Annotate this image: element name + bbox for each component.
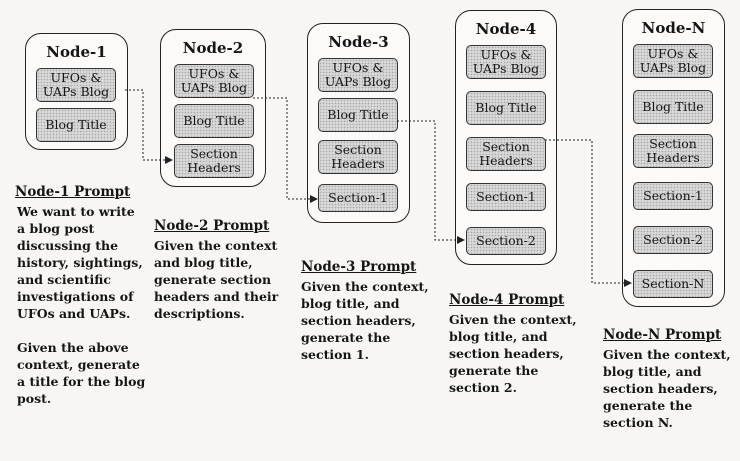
node-4-box-blog-title: Blog Title [466,91,546,125]
node-4-prompt-title: Node-4 Prompt [449,292,565,308]
node-2-prompt: Node-2 Prompt Given the context and blog… [154,218,299,322]
node-2-box-section-headers: Section Headers [174,144,254,178]
node-n-title: Node-N [641,19,706,37]
node-n-box-section-n: Section-N [633,270,713,298]
arrow-node1-to-node2 [125,89,173,164]
node-2-prompt-title: Node-2 Prompt [154,218,270,234]
node-n-prompt-title: Node-N Prompt [603,327,722,343]
node-2: Node-2 UFOs & UAPs Blog Blog Title Secti… [160,29,266,187]
node-n-box-blog-title: Blog Title [633,90,713,124]
node-4-box-section-1: Section-1 [466,183,546,211]
node-1-box-blog-title: Blog Title [36,108,116,142]
node-2-box-blog-title: Blog Title [174,104,254,138]
node-1-prompt: Node-1 Prompt We want to write a blog po… [15,184,155,407]
node-1-prompt-text: We want to write a blog post discussing … [17,204,146,406]
arrow-node4-to-noden [545,139,632,287]
node-3-prompt-title: Node-3 Prompt [301,259,417,275]
node-3-prompt-text: Given the context, blog title, and secti… [301,279,429,362]
node-3-box-section-1: Section-1 [318,184,398,212]
node-3-box-blog-title: Blog Title [318,98,398,132]
node-4-box-section-2: Section-2 [466,227,546,255]
node-3: Node-3 UFOs & UAPs Blog Blog Title Secti… [307,23,410,223]
node-n: Node-N UFOs & UAPs Blog Blog Title Secti… [622,9,725,307]
node-3-title: Node-3 [328,33,389,51]
node-1-prompt-title: Node-1 Prompt [15,184,131,200]
node-1: Node-1 UFOs & UAPs Blog Blog Title [25,33,128,150]
node-n-box-blog-topic: UFOs & UAPs Blog [633,44,713,78]
node-2-title: Node-2 [182,39,244,57]
node-3-box-section-headers: Section Headers [318,140,398,174]
arrow-node3-to-node4 [397,120,465,244]
node-4-box-section-headers: Section Headers [466,137,546,171]
node-3-box-blog-topic: UFOs & UAPs Blog [318,58,398,92]
node-1-title: Node-1 [46,43,107,61]
arrow-node2-to-node3 [253,97,318,203]
node-4-prompt-text: Given the context, blog title, and secti… [449,312,577,395]
node-n-box-section-1: Section-1 [633,182,713,210]
node-2-prompt-text: Given the context and blog title, genera… [154,238,279,321]
node-4-box-blog-topic: UFOs & UAPs Blog [466,45,546,79]
node-n-prompt: Node-N Prompt Given the context, blog ti… [603,327,738,431]
node-n-box-section-headers: Section Headers [633,134,713,168]
node-4-prompt: Node-4 Prompt Given the context, blog ti… [449,292,599,396]
node-n-prompt-text: Given the context, blog title, and secti… [603,347,731,430]
node-1-box-blog-topic: UFOs & UAPs Blog [36,68,116,102]
node-4: Node-4 UFOs & UAPs Blog Blog Title Secti… [455,10,557,265]
node-2-box-blog-topic: UFOs & UAPs Blog [174,64,254,98]
node-3-prompt: Node-3 Prompt Given the context, blog ti… [301,259,446,363]
node-n-box-section-2: Section-2 [633,226,713,254]
node-4-title: Node-4 [475,20,537,38]
